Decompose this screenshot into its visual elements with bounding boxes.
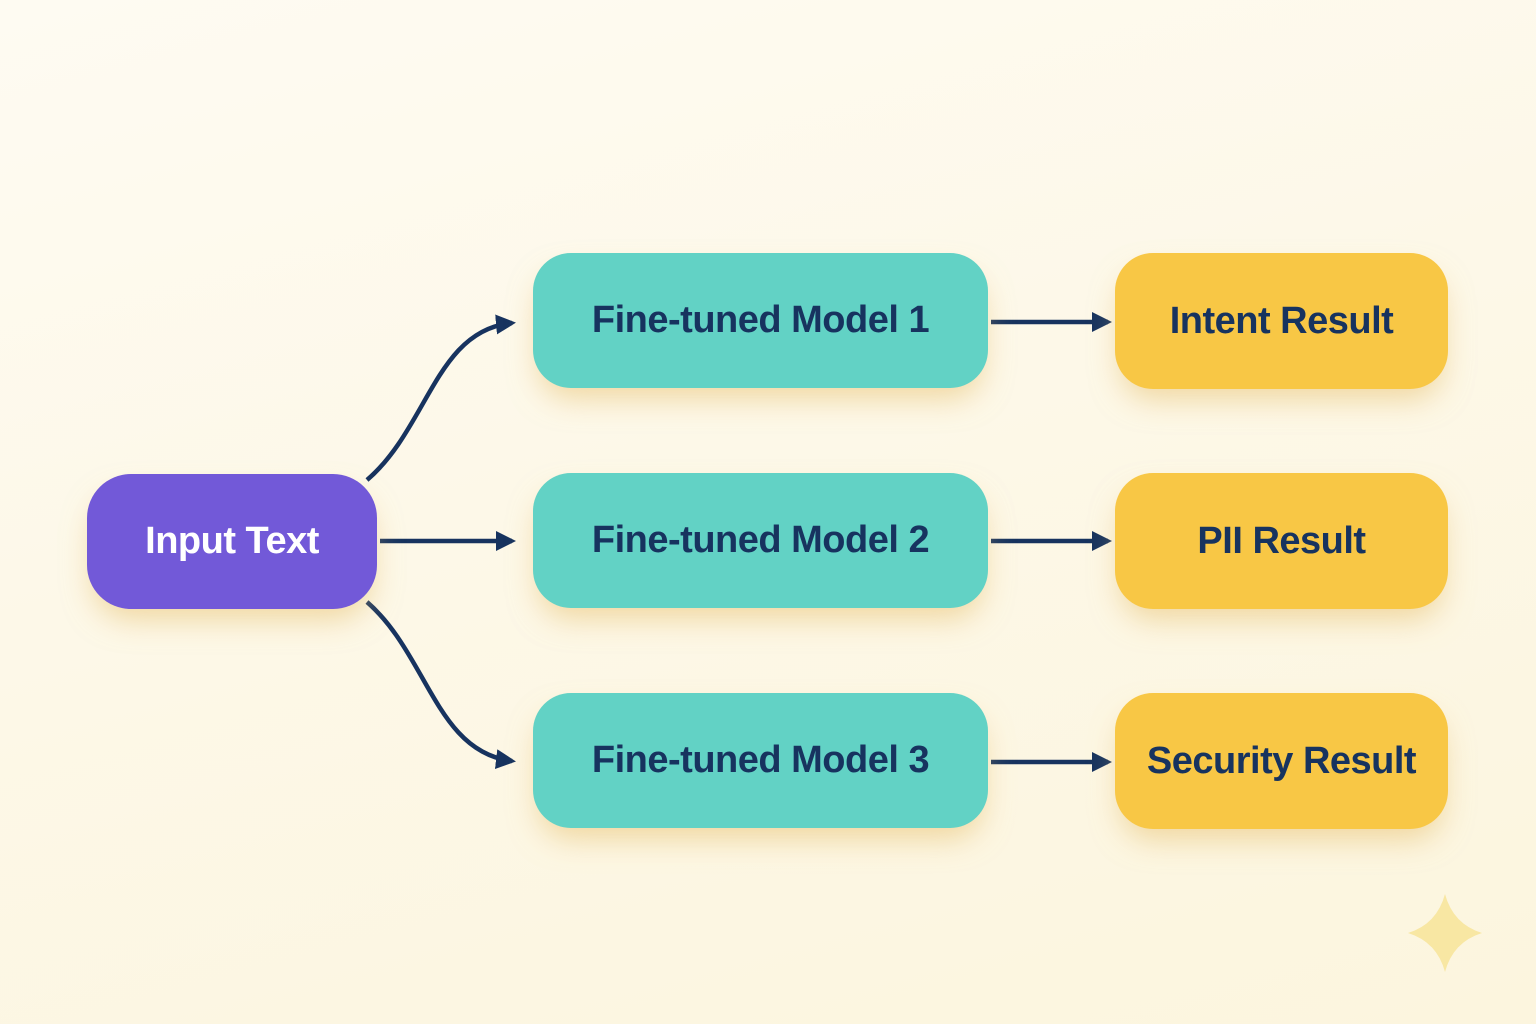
node-security-result: Security Result	[1115, 693, 1448, 829]
node-fine-tuned-model-1-label: Fine-tuned Model 1	[591, 299, 930, 341]
arrow-input-to-model1	[365, 314, 516, 482]
node-fine-tuned-model-2-label: Fine-tuned Model 2	[591, 519, 930, 561]
node-pii-result: PII Result	[1115, 473, 1448, 609]
node-intent-result: Intent Result	[1115, 253, 1448, 389]
arrow-input-to-model3	[365, 600, 516, 770]
node-input-text-label: Input Text	[145, 520, 319, 562]
node-intent-result-label: Intent Result	[1169, 299, 1394, 342]
node-fine-tuned-model-2: Fine-tuned Model 2	[533, 473, 988, 608]
node-fine-tuned-model-1: Fine-tuned Model 1	[533, 253, 988, 388]
node-fine-tuned-model-3-label: Fine-tuned Model 3	[591, 739, 930, 781]
node-pii-result-label: PII Result	[1197, 519, 1366, 562]
node-security-result-label: Security Result	[1146, 739, 1417, 782]
sparkle-icon	[1408, 894, 1482, 972]
node-fine-tuned-model-3: Fine-tuned Model 3	[533, 693, 988, 828]
node-input-text: Input Text	[87, 474, 377, 609]
